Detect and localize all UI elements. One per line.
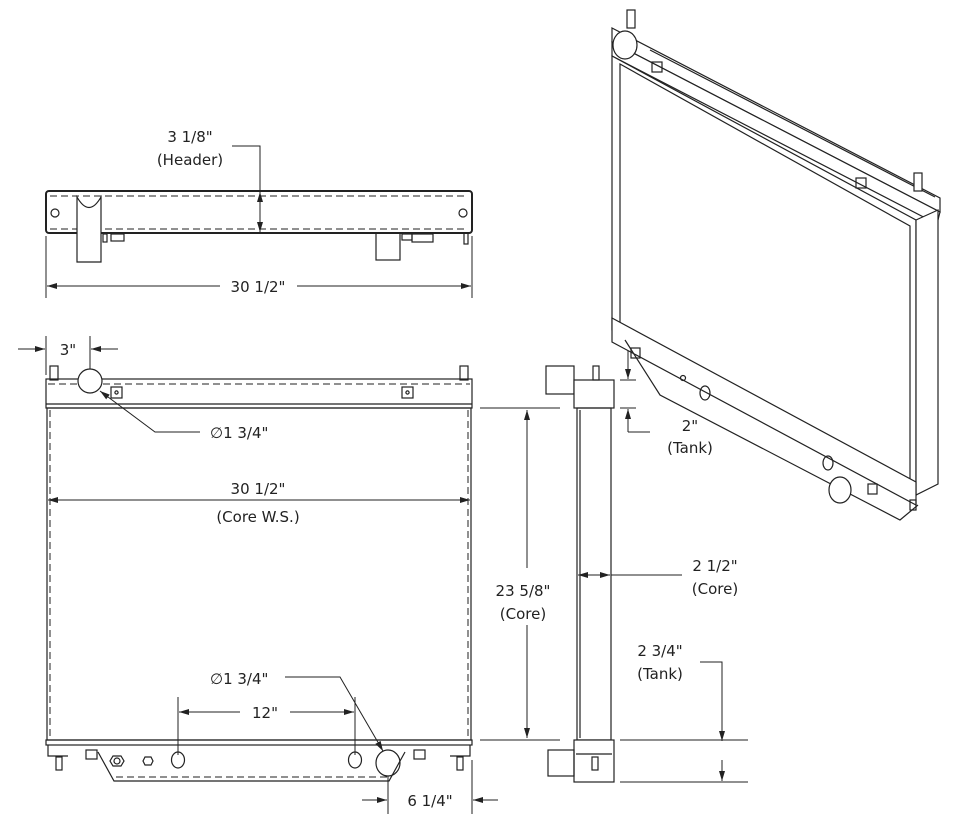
overall-width-dim: 30 1/2" bbox=[231, 278, 286, 296]
header-height-dim: 3 1/8" bbox=[167, 128, 212, 146]
outlet-diameter-dim: ∅1 3/4" bbox=[210, 670, 268, 688]
header-height-label: (Header) bbox=[157, 151, 223, 169]
outlet-pipe bbox=[375, 232, 401, 261]
bottom-tank-dim: 2 3/4" bbox=[637, 642, 682, 660]
header-outline bbox=[45, 190, 473, 234]
top-view: 3 1/8" (Header) 30 1/2" bbox=[45, 128, 473, 298]
top-tank-dim: 2" bbox=[682, 417, 698, 435]
mount-hole bbox=[458, 208, 468, 218]
side-top-tank bbox=[573, 379, 615, 409]
core-depth-dim: 2 1/2" bbox=[692, 557, 737, 575]
iso-side-rail bbox=[915, 209, 939, 496]
drain-plug bbox=[109, 755, 125, 767]
bottom-tank bbox=[45, 739, 473, 746]
inlet-port bbox=[77, 368, 103, 394]
outlet-offset-dim: 6 1/4" bbox=[407, 792, 452, 810]
inlet-neck bbox=[545, 365, 575, 395]
side-core bbox=[576, 407, 612, 741]
outlet-port bbox=[375, 749, 401, 777]
port-spacing-dim: 12" bbox=[252, 704, 278, 722]
inlet-offset-dim: 3" bbox=[60, 341, 76, 359]
mount-hole bbox=[50, 208, 60, 218]
inlet-diameter-dim: ∅1 3/4" bbox=[210, 424, 268, 442]
core-height-dim: 23 5/8" bbox=[496, 582, 551, 600]
bottom-tank-label: (Tank) bbox=[637, 665, 683, 683]
side-view: 2" (Tank) 2 1/2" (Core) 2 3/4" (Tank) bbox=[545, 350, 748, 783]
iso-outlet bbox=[828, 476, 852, 504]
iso-inlet bbox=[612, 30, 638, 60]
top-tank-label: (Tank) bbox=[667, 439, 713, 457]
side-bottom-tank bbox=[573, 739, 615, 783]
core-width-dim: 30 1/2" bbox=[231, 480, 286, 498]
core-width-label: (Core W.S.) bbox=[216, 508, 299, 526]
core-height-label: (Core) bbox=[500, 605, 546, 623]
front-view: 3" ∅1 3/4" 30 1/2" (Core W.S.) 23 5/8" (… bbox=[18, 336, 560, 814]
isometric-view bbox=[611, 9, 941, 521]
core bbox=[46, 407, 472, 741]
core-depth-label: (Core) bbox=[692, 580, 738, 598]
inlet-pipe bbox=[76, 194, 102, 263]
